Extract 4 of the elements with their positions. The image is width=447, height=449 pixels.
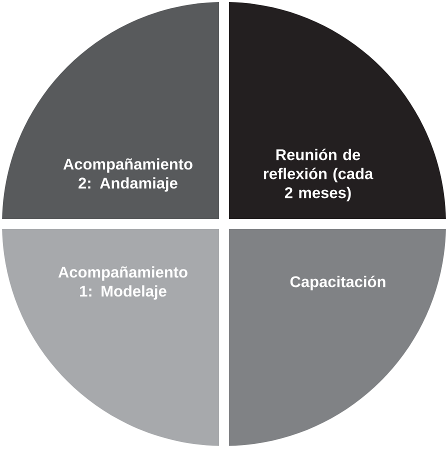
quadrant-sector: Reunión de reflexión (cada 2 meses) [229,2,446,219]
quadrant-sector: Acompañamiento 2: Andamiaje [2,2,219,219]
quadrant-sector: Acompañamiento 1: Modelaje [2,229,219,446]
quadrant-sector: Capacitación [229,229,446,446]
